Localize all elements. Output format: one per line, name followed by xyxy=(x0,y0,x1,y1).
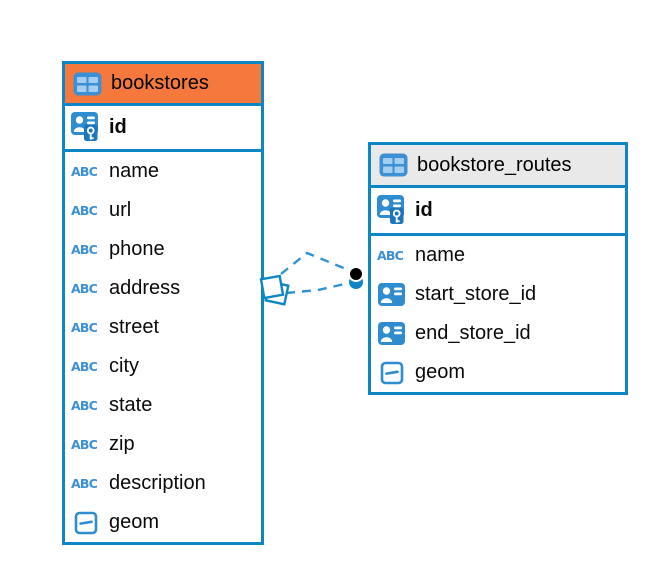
field-name: phone xyxy=(109,238,165,260)
field-name: id xyxy=(415,199,433,221)
table-row[interactable]: start_store_id xyxy=(371,275,625,314)
relationship-line-upper[interactable] xyxy=(280,251,352,275)
svg-text:ABC: ABC xyxy=(71,242,98,257)
abc-text-icon: ABC xyxy=(70,203,101,218)
svg-text:ABC: ABC xyxy=(71,359,98,374)
field-name: geom xyxy=(415,361,466,383)
abc-text-icon: ABC xyxy=(70,242,101,257)
relationship-source-marker[interactable] xyxy=(259,274,290,306)
table-row[interactable]: ABC name xyxy=(65,152,261,191)
primary-key-row[interactable]: id xyxy=(65,106,261,152)
svg-text:ABC: ABC xyxy=(71,476,98,491)
field-name: state xyxy=(109,394,153,416)
field-name: url xyxy=(109,199,132,221)
abc-text-icon: ABC xyxy=(70,359,101,374)
svg-text:ABC: ABC xyxy=(71,281,98,296)
table-title: bookstores xyxy=(111,72,209,94)
table-row[interactable]: ABC state xyxy=(65,386,261,425)
table-title: bookstore_routes xyxy=(417,153,572,176)
field-name: city xyxy=(109,355,139,377)
field-name: end_store_id xyxy=(415,322,531,344)
field-name: zip xyxy=(109,433,135,455)
field-name: geom xyxy=(109,511,160,533)
primary-key-row[interactable]: id xyxy=(371,188,625,236)
table-row[interactable]: ABC url xyxy=(65,191,261,230)
primary-key-icon xyxy=(376,195,407,226)
person-badge-icon xyxy=(376,283,407,306)
table-icon xyxy=(378,153,409,177)
table-row[interactable]: ABC phone xyxy=(65,230,261,269)
svg-text:ABC: ABC xyxy=(71,437,98,452)
table-row[interactable]: geom xyxy=(65,503,261,542)
geometry-icon xyxy=(70,511,101,535)
table-row[interactable]: ABC zip xyxy=(65,425,261,464)
field-name: description xyxy=(109,472,206,494)
table-row[interactable]: ABC address xyxy=(65,269,261,308)
field-name: street xyxy=(109,316,160,338)
table-row[interactable]: geom xyxy=(371,353,625,392)
table-header[interactable]: bookstores xyxy=(65,64,261,106)
relationship-target-marker[interactable] xyxy=(348,266,364,289)
abc-text-icon: ABC xyxy=(376,248,407,263)
table-row[interactable]: ABC description xyxy=(65,464,261,503)
svg-text:ABC: ABC xyxy=(71,320,98,335)
primary-key-icon xyxy=(70,112,101,143)
relationship-line-lower[interactable] xyxy=(285,281,350,295)
field-name: id xyxy=(109,116,127,138)
abc-text-icon: ABC xyxy=(70,164,101,179)
field-name: start_store_id xyxy=(415,283,537,305)
person-badge-icon xyxy=(376,322,407,345)
table-row[interactable]: end_store_id xyxy=(371,314,625,353)
svg-text:ABC: ABC xyxy=(71,398,98,413)
field-name: name xyxy=(415,244,466,266)
table-icon xyxy=(72,72,103,96)
abc-text-icon: ABC xyxy=(70,476,101,491)
svg-text:ABC: ABC xyxy=(377,248,404,263)
table-row[interactable]: ABC city xyxy=(65,347,261,386)
abc-text-icon: ABC xyxy=(70,281,101,296)
field-name: address xyxy=(109,277,181,299)
svg-text:ABC: ABC xyxy=(71,203,98,218)
geometry-icon xyxy=(376,361,407,385)
table-header[interactable]: bookstore_routes xyxy=(371,145,625,188)
field-name: name xyxy=(109,160,160,182)
abc-text-icon: ABC xyxy=(70,437,101,452)
table-bookstore-routes[interactable]: bookstore_routes id ABC name start_store_i… xyxy=(368,142,628,395)
abc-text-icon: ABC xyxy=(70,320,101,335)
table-row[interactable]: ABC street xyxy=(65,308,261,347)
svg-text:ABC: ABC xyxy=(71,164,98,179)
table-row[interactable]: ABC name xyxy=(371,236,625,275)
abc-text-icon: ABC xyxy=(70,398,101,413)
